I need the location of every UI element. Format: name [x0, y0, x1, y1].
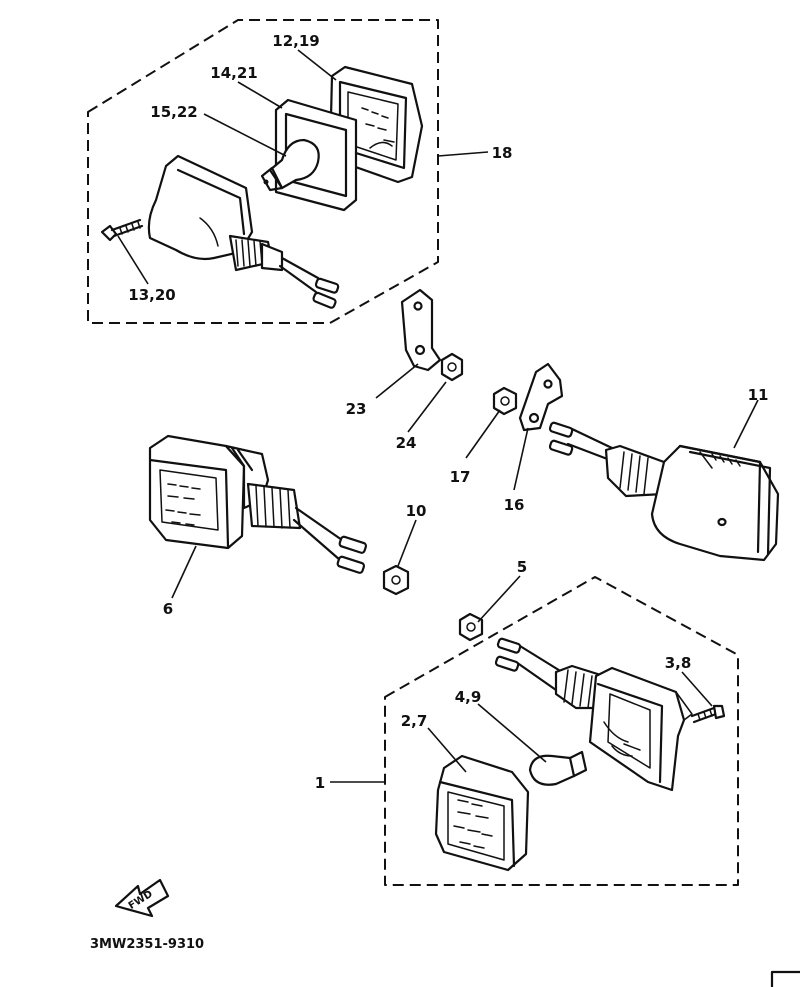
- callout-4-9: 4,9: [455, 688, 482, 706]
- bulb-top: [260, 138, 320, 192]
- callout-13-20: 13,20: [128, 286, 175, 304]
- nut-5: [458, 612, 484, 642]
- callout-14-21: 14,21: [210, 64, 257, 82]
- drawing-code: 3MW2351-9310: [90, 937, 204, 952]
- callout-1: 1: [315, 774, 325, 792]
- nut-24: [440, 352, 464, 382]
- callout-17: 17: [450, 468, 471, 486]
- callout-24: 24: [396, 434, 417, 452]
- callout-10: 10: [406, 502, 427, 520]
- lens-bottom: [434, 754, 530, 872]
- callout-11: 11: [748, 386, 769, 404]
- callout-23: 23: [346, 400, 367, 418]
- bracket-23: [400, 288, 442, 372]
- assembly-boundary-top: [87, 19, 439, 324]
- corner-mark: [770, 970, 800, 987]
- callout-16: 16: [504, 496, 525, 514]
- callout-5: 5: [517, 558, 527, 576]
- callout-6: 6: [163, 600, 173, 618]
- assembly-boundary-bottom: [384, 576, 739, 886]
- callout-12-19: 12,19: [272, 32, 319, 50]
- callout-15-22: 15,22: [150, 103, 197, 121]
- callout-18: 18: [492, 144, 513, 162]
- forward-arrow-icon: FWD: [114, 878, 170, 918]
- bulb-bottom: [528, 750, 588, 786]
- screw-bottom: [690, 704, 726, 724]
- screw-top: [100, 218, 144, 242]
- housing-bottom: [494, 637, 693, 792]
- nut-10: [382, 564, 410, 596]
- nut-17: [492, 386, 518, 416]
- callout-3-8: 3,8: [665, 654, 692, 672]
- callout-2-7: 2,7: [401, 712, 428, 730]
- turn-signal-left: [148, 434, 368, 574]
- bracket-16: [518, 362, 564, 432]
- turn-signal-right: [548, 421, 780, 562]
- leader-lines: [117, 49, 759, 783]
- housing-top: [147, 154, 340, 309]
